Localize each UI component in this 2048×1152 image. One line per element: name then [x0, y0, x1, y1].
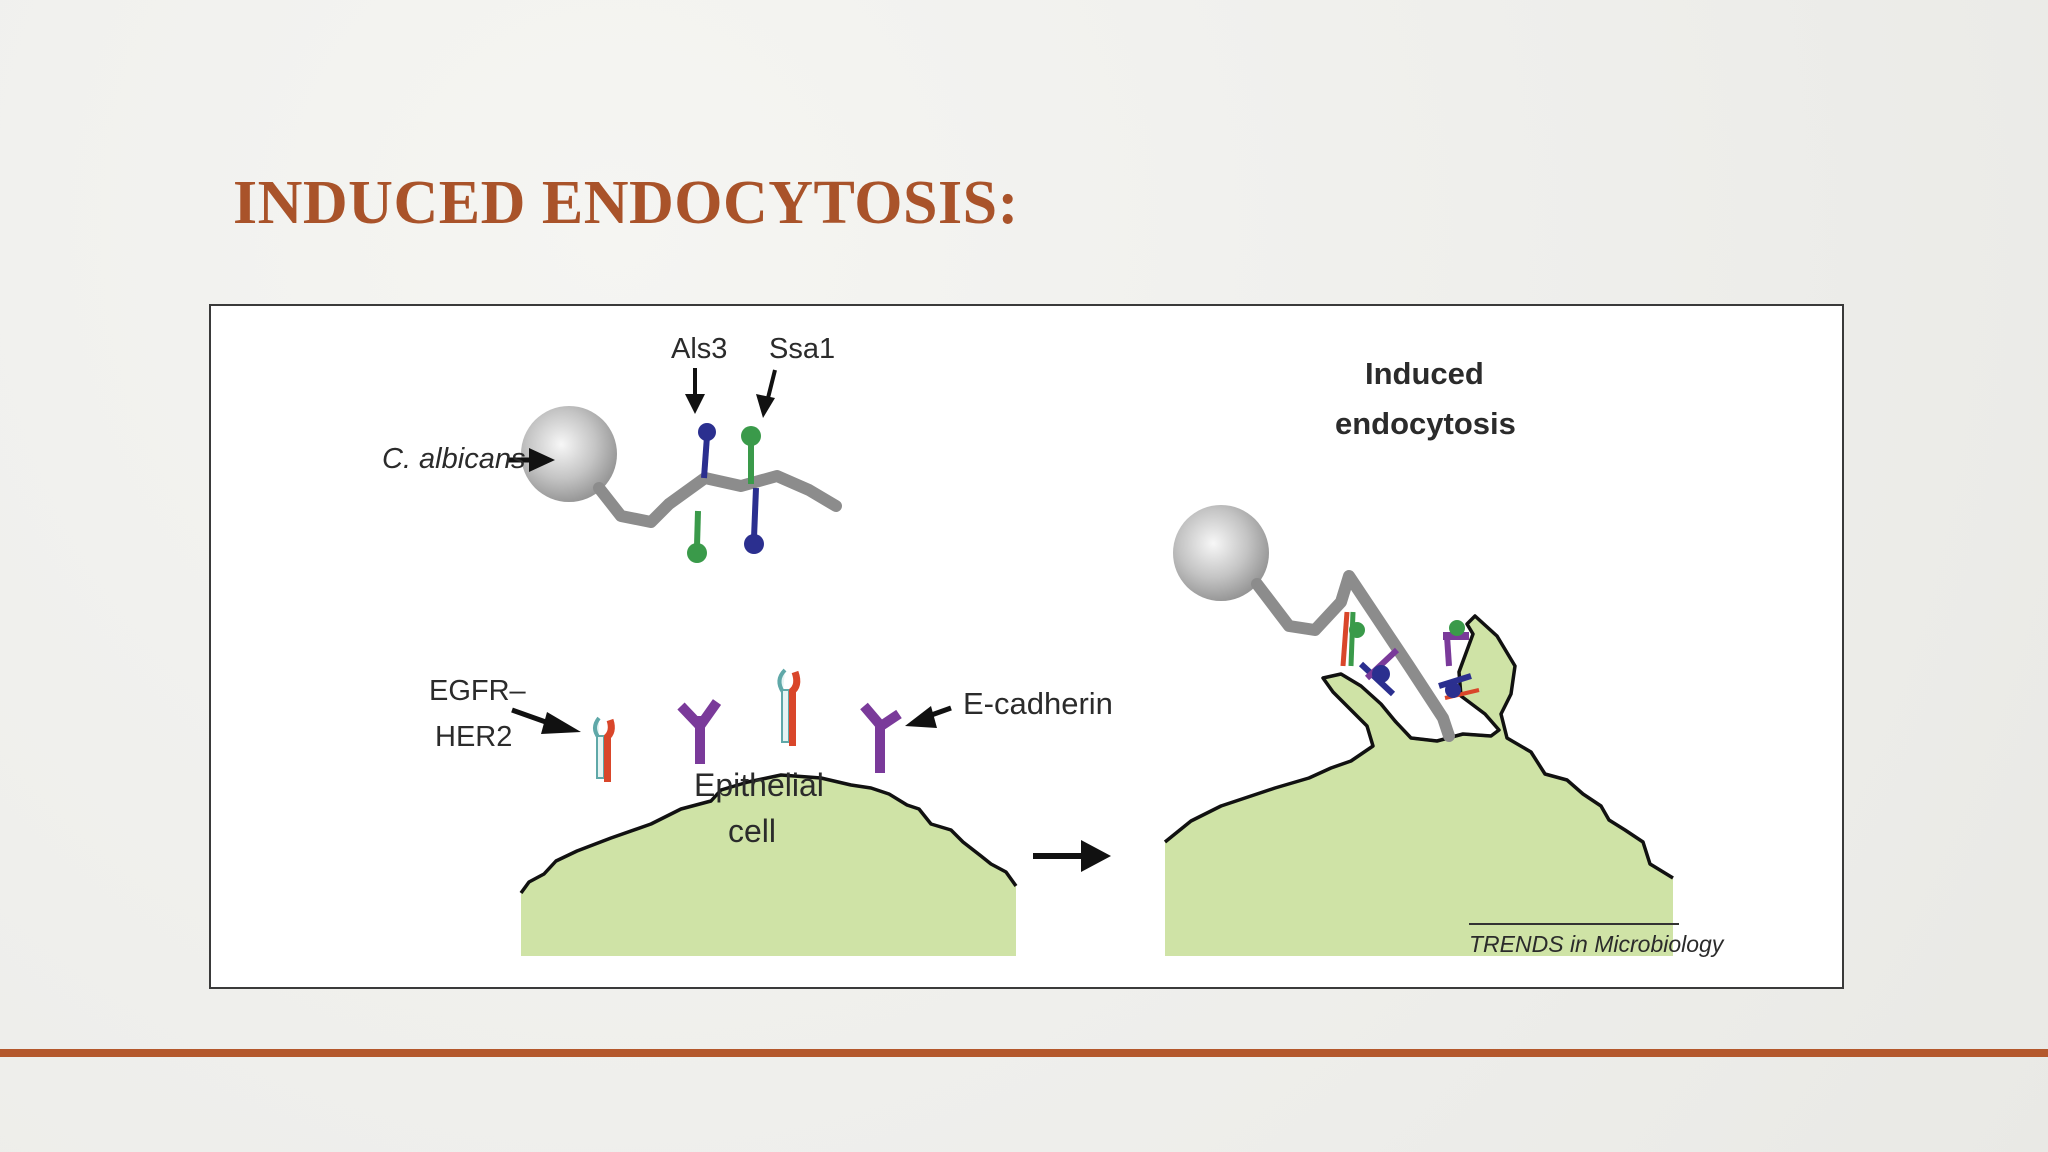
egfr-her2-receptor — [777, 668, 801, 746]
epithelial-cell-left — [521, 775, 1016, 956]
calbicans-arrow — [507, 448, 555, 472]
receptor-adhesin-complex — [1340, 611, 1365, 667]
slide-title: INDUCED ENDOCYTOSIS: — [233, 169, 1019, 237]
label-egfr-line2: HER2 — [435, 721, 512, 753]
label-egfr-line1: EGFR– — [429, 675, 527, 707]
footer-bar — [0, 1049, 2048, 1057]
endocytosis-diagram: Als3 Ssa1 C. albicans EGFR– HER2 E-cadhe… — [382, 333, 1725, 957]
als3-arrow — [685, 368, 705, 414]
arrow-right-icon — [1033, 840, 1111, 872]
ssa1-protein — [687, 510, 707, 563]
ssa1-protein — [741, 426, 761, 484]
hypha-right — [1251, 570, 1455, 742]
label-calbicans: C. albicans — [382, 443, 525, 475]
label-epithelial-line1: Epithelial — [694, 767, 824, 803]
label-ecadherin: E-cadherin — [963, 686, 1113, 721]
e-cadherin-receptor — [860, 702, 902, 773]
ssa1-arrow — [756, 369, 777, 418]
epithelial-membrane-left — [519, 773, 1018, 895]
epithelial-membrane-right — [1163, 614, 1674, 880]
credit-text: TRENDS in Microbiology — [1469, 931, 1725, 957]
fungal-cell-icon — [1173, 505, 1269, 601]
als3-adhesin — [698, 423, 716, 479]
fungal-cell-icon — [521, 406, 617, 502]
figure-frame: Als3 Ssa1 C. albicans EGFR– HER2 E-cadhe… — [209, 304, 1844, 989]
label-induced-line1: Induced — [1365, 356, 1484, 391]
epithelial-cell-right — [1165, 616, 1673, 956]
egfr-her2-receptor — [593, 716, 615, 782]
hypha-left — [593, 470, 842, 528]
label-induced-line2: endocytosis — [1335, 406, 1516, 441]
e-cadherin-receptor — [677, 699, 722, 764]
ecadherin-arrow — [905, 705, 952, 728]
receptor-adhesin-complex — [1438, 673, 1480, 700]
receptor-adhesin-complex — [1358, 647, 1400, 697]
label-epithelial-line2: cell — [728, 813, 776, 849]
label-ssa1: Ssa1 — [769, 333, 835, 365]
egfr-arrow — [511, 707, 581, 734]
label-als3: Als3 — [671, 333, 727, 365]
receptor-adhesin-complex — [1443, 620, 1469, 667]
als3-adhesin — [744, 487, 764, 554]
